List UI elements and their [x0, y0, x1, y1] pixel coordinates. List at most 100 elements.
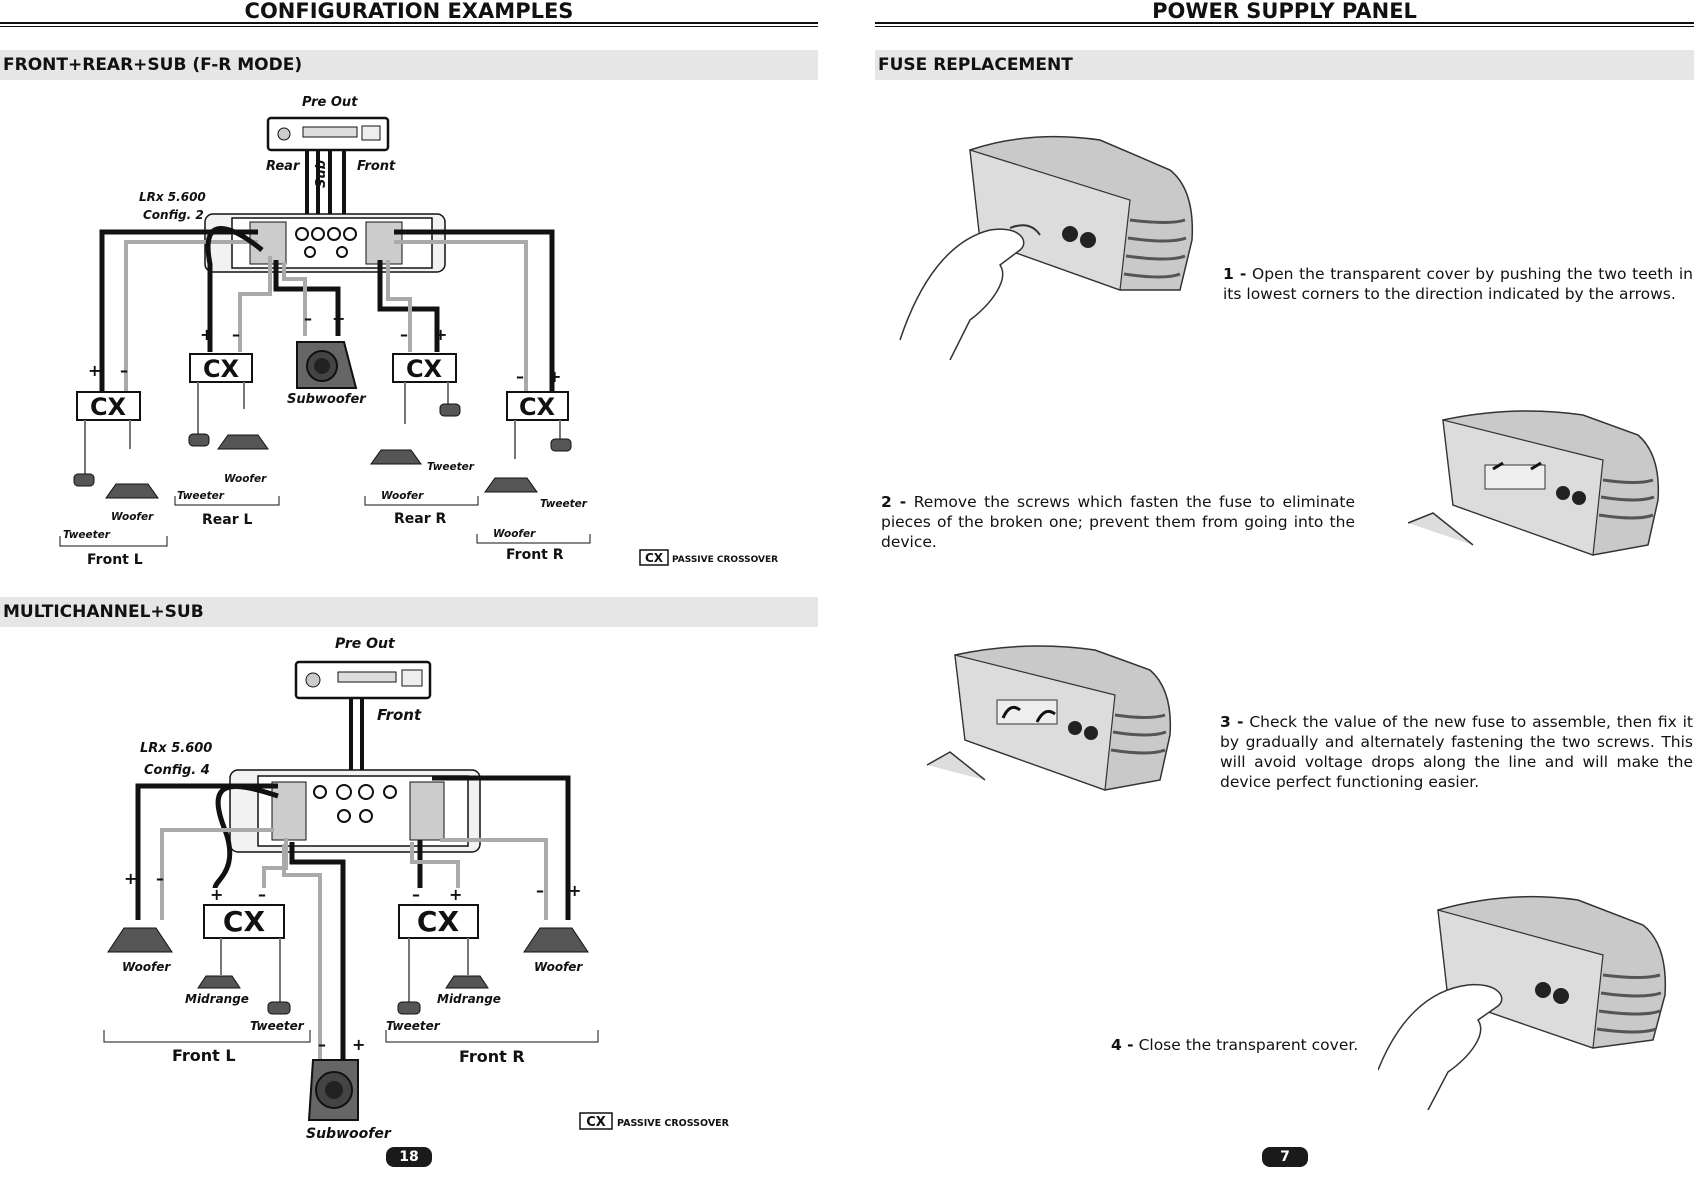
amp-model-label: LRx 5.600 [139, 190, 206, 204]
page-number: 7 [1262, 1147, 1308, 1167]
fuse-screws-fastening-illustration [926, 645, 1172, 791]
tweeter-label: Tweeter [63, 529, 111, 541]
minus-sign: – [412, 885, 420, 904]
section-heading-multichannel-sub: MULTICHANNEL+SUB [0, 597, 818, 627]
woofer-icon [484, 477, 538, 493]
pre-out-label: Pre Out [302, 95, 358, 110]
front-label: Front [357, 159, 396, 174]
minus-sign: – [258, 885, 266, 904]
step-3-text: 3 - Check the value of the new fuse to a… [1220, 713, 1693, 791]
crossover-box-rear-l: CX [189, 353, 253, 383]
woofer-label: Woofer [381, 490, 424, 502]
tweeter-label: Tweeter [250, 1019, 305, 1033]
tweeter-icon [439, 403, 461, 417]
section-heading-front-rear-sub: FRONT+REAR+SUB (F-R MODE) [0, 50, 818, 80]
amp-model-label: LRx 5.600 [140, 741, 212, 756]
pre-out-label: Pre Out [335, 636, 396, 652]
svg-text:CX: CX [203, 355, 240, 383]
tweeter-label: Tweeter [177, 490, 225, 502]
svg-text:CX: CX [417, 905, 460, 938]
crossover-box-front-r: CX [398, 904, 479, 939]
speaker-icons [107, 927, 589, 1015]
amp-config-label: Config. 4 [144, 763, 210, 778]
page-number: 18 [386, 1147, 432, 1167]
tweeter-icon [397, 1001, 421, 1015]
midrange-icon [445, 975, 489, 989]
subwoofer-label: Subwoofer [306, 1126, 392, 1142]
svg-text:CX: CX [645, 551, 664, 565]
woofer-icon [105, 483, 159, 499]
step-4-text: 4 - Close the transparent cover. [1111, 1036, 1359, 1054]
plus-sign: + [434, 325, 447, 344]
minus-sign: – [304, 309, 312, 328]
tweeter-icon [550, 438, 572, 452]
crossover-box-front-l: CX [203, 904, 285, 939]
rca-cables [349, 698, 364, 780]
subwoofer-icon [296, 341, 358, 389]
plus-sign: + [210, 885, 223, 904]
front-l-label: Front L [172, 1046, 236, 1065]
crossover-output-wires [220, 938, 469, 1002]
speaker-wires [135, 775, 571, 1070]
svg-text:CX: CX [586, 1115, 606, 1130]
amp-config-label: Config. 2 [143, 208, 204, 222]
midrange-icon [197, 975, 241, 989]
step-2-text: 2 - Remove the screws which fasten the f… [881, 493, 1355, 551]
wiring-diagram-multichannel: Pre Out Front LRx 5.600 Config. 4 [103, 636, 730, 1142]
svg-text:CX: CX [90, 393, 127, 421]
right-page: POWER SUPPLY PANEL FUSE REPLACEMENT 1 - … [875, 0, 1694, 1179]
woofer-icon [523, 927, 589, 953]
minus-sign: – [516, 367, 524, 386]
tweeter-label: Tweeter [386, 1019, 441, 1033]
passive-crossover-legend: CX PASSIVE CROSSOVER [639, 549, 778, 566]
title-rule-thin [0, 26, 818, 27]
woofer-icon [370, 449, 422, 465]
minus-sign: – [232, 325, 240, 344]
title-rule [0, 22, 818, 24]
group-brackets [103, 1030, 599, 1043]
page-title: POWER SUPPLY PANEL [1152, 0, 1417, 23]
speaker-icons [73, 403, 572, 499]
crossover-box-rear-r: CX [392, 353, 457, 383]
tweeter-icon [267, 1001, 291, 1015]
plus-sign: + [332, 309, 345, 328]
amplifier-cover-close-illustration [1378, 895, 1667, 1110]
step-1-text: 1 - Open the transparent cover by pushin… [1223, 265, 1693, 303]
minus-sign: – [400, 325, 408, 344]
passive-crossover-legend: CX PASSIVE CROSSOVER [579, 1112, 730, 1130]
speaker-wires [99, 226, 555, 400]
crossover-box-front-r: CX [506, 391, 569, 421]
subwoofer-label: Subwoofer [287, 392, 367, 407]
left-page: CONFIGURATION EXAMPLES FRONT+REAR+SUB (F… [0, 0, 818, 1179]
plus-sign: + [449, 885, 462, 904]
svg-text:CX: CX [519, 393, 556, 421]
plus-sign: + [568, 881, 581, 900]
tweeter-label: Tweeter [540, 498, 588, 510]
minus-sign: – [536, 881, 544, 900]
front-r-label: Front R [459, 1047, 525, 1066]
fuse-screws-removal-illustration [1407, 410, 1660, 556]
plus-sign: + [124, 869, 137, 888]
head-unit-icon [294, 660, 432, 700]
midrange-label: Midrange [185, 992, 249, 1006]
wiring-diagram-f-r-mode: Pre Out Rear Front Sub LRx 5.600 Config.… [59, 95, 778, 568]
svg-text:CX: CX [406, 355, 443, 383]
minus-sign: – [318, 1035, 326, 1054]
plus-sign: + [548, 367, 561, 386]
head-unit-icon [266, 116, 390, 152]
page-title: CONFIGURATION EXAMPLES [244, 0, 574, 23]
plus-sign: + [88, 361, 101, 380]
amplifier-cover-open-illustration [899, 135, 1194, 360]
rear-l-label: Rear L [202, 512, 253, 528]
front-label: Front [377, 706, 422, 724]
svg-text:CX: CX [223, 905, 266, 938]
tweeter-icon [73, 473, 95, 487]
rear-label: Rear [266, 159, 301, 174]
amplifier-icon [229, 769, 481, 853]
title-rule [875, 22, 1694, 24]
rear-r-label: Rear R [394, 511, 447, 527]
minus-sign: – [156, 869, 164, 888]
plus-sign: + [200, 325, 213, 344]
svg-text:PASSIVE CROSSOVER: PASSIVE CROSSOVER [617, 1118, 730, 1129]
tweeter-label: Tweeter [427, 461, 475, 473]
